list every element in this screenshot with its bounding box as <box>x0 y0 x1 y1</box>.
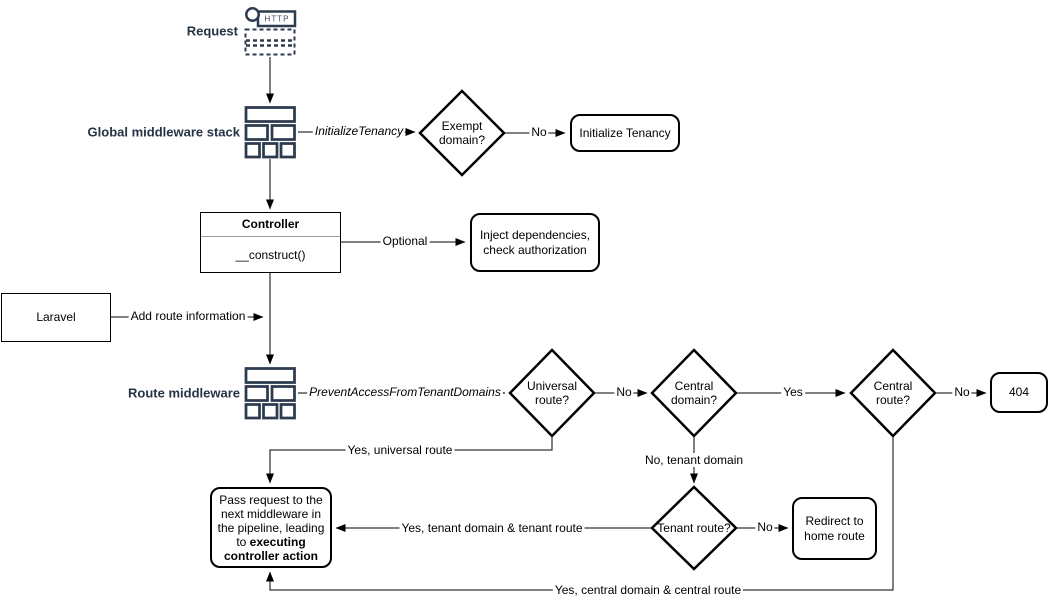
decision-universal-route <box>508 348 596 438</box>
route-middleware-label: Route middleware <box>128 385 240 401</box>
tenant-route-text: Tenant route? <box>657 521 731 535</box>
laravel-label: Laravel <box>36 310 76 324</box>
middleware-stack-icon-global <box>244 106 296 159</box>
inject-dependencies-label: Inject dependencies, check authorization <box>479 227 591 257</box>
redirect-home-node: Redirect to home route <box>792 497 877 560</box>
pass-request-bold-text: executing controller action <box>223 534 318 563</box>
edge-label-no-tenant-domain: No, tenant domain <box>642 453 746 467</box>
edge-label-tenant-no: No <box>755 520 775 534</box>
edge-label-central-route-yes: Yes, central domain & central route <box>552 583 744 597</box>
edge-label-add-route-information: Add route information <box>128 309 248 323</box>
exempt-domain-text: Exempt domain? <box>438 119 486 147</box>
edge-label-initialize-tenancy: InitializeTenancy <box>312 124 406 138</box>
pass-request-label: Pass request to the next middleware in t… <box>215 493 327 563</box>
edge-label-central-route-no: No <box>952 385 972 399</box>
decision-exempt-domain <box>418 89 506 177</box>
central-route-text: Central route? <box>873 379 913 407</box>
global-middleware-stack-label: Global middleware stack <box>87 124 240 140</box>
universal-route-text: Universal route? <box>526 379 577 407</box>
edge-label-tenant-yes: Yes, tenant domain & tenant route <box>399 521 585 535</box>
edge-label-prevent-access: PreventAccessFromTenantDomains <box>307 385 503 399</box>
404-node: 404 <box>990 372 1048 413</box>
decision-central-route <box>849 348 937 438</box>
laravel-node: Laravel <box>1 293 111 342</box>
inject-dependencies-node: Inject dependencies, check authorization <box>470 213 600 272</box>
edge-label-universal-no: No <box>614 385 634 399</box>
edge-label-optional: Optional <box>380 234 430 248</box>
edge-label-universal-yes: Yes, universal route <box>345 443 455 457</box>
404-label: 404 <box>1008 385 1030 399</box>
initialize-tenancy-label: Initialize Tenancy <box>579 125 671 140</box>
request-label: Request <box>186 23 238 39</box>
edge-label-central-domain-yes: Yes <box>781 385 805 399</box>
edge-label-exempt-no: No <box>529 125 549 139</box>
central-domain-text: Central domain? <box>670 379 718 407</box>
http-request-icon <box>244 7 297 56</box>
controller-title: Controller <box>201 213 340 237</box>
middleware-stack-icon-route <box>244 367 296 420</box>
controller-node: Controller __construct() <box>200 212 341 273</box>
pass-request-text: Pass request to the next middleware in t… <box>217 492 325 549</box>
pass-request-node: Pass request to the next middleware in t… <box>210 487 332 568</box>
initialize-tenancy-node: Initialize Tenancy <box>570 114 680 152</box>
decision-tenant-route <box>650 485 738 571</box>
controller-constructor: __construct() <box>235 247 306 262</box>
decision-central-domain <box>650 348 738 438</box>
redirect-home-label: Redirect to home route <box>804 513 865 543</box>
http-caption: HTTP <box>264 14 290 24</box>
